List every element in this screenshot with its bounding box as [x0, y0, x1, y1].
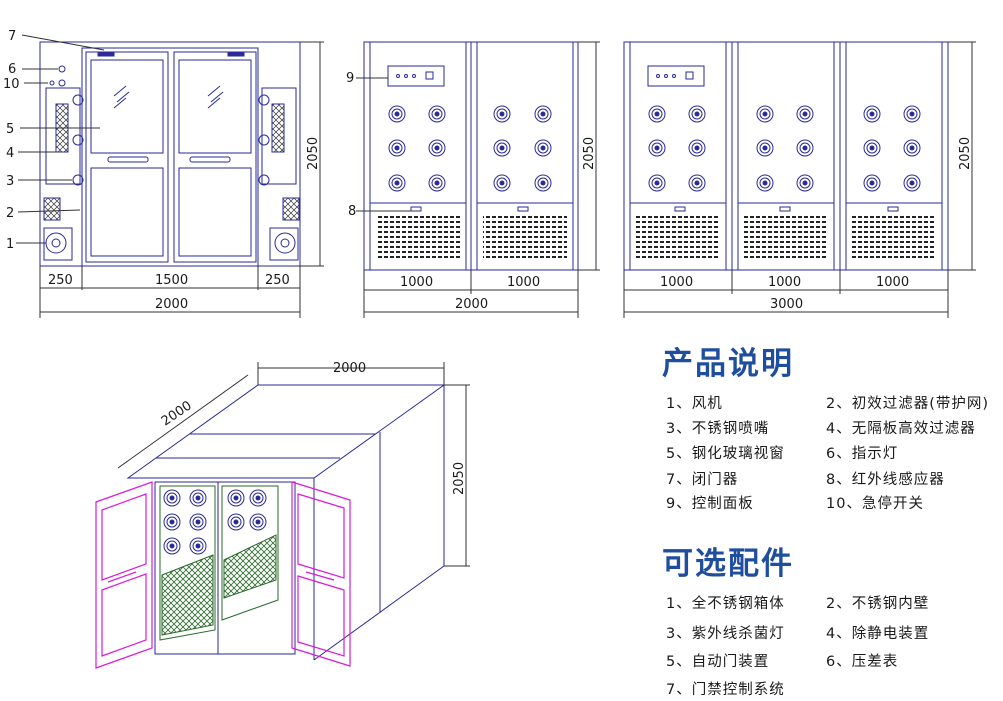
list-item: 5、钢化玻璃视窗 — [666, 446, 785, 462]
dim-height: 2050 — [306, 137, 321, 170]
callout-9: 9 — [346, 71, 354, 86]
options-title: 可选配件 — [662, 546, 794, 582]
list-item: 8、红外线感应器 — [826, 472, 945, 488]
list-item: 5、自动门装置 — [666, 654, 770, 670]
list-item: 6、压差表 — [826, 654, 899, 670]
dim-height: 2050 — [958, 137, 973, 170]
dim-height: 2050 — [452, 462, 467, 495]
side-view-3-labels: 1000 1000 1000 3000 2050 — [660, 137, 973, 312]
dim-total: 2000 — [155, 297, 188, 312]
dim-w2: 1000 — [768, 275, 801, 290]
iso-view — [117, 362, 470, 661]
side-view-2 — [356, 41, 600, 318]
front-view — [16, 34, 324, 318]
dim-height: 2050 — [582, 137, 597, 170]
product-desc-title: 产品说明 — [662, 346, 794, 382]
list-item: 2、初效过滤器(带护网) — [826, 396, 990, 412]
dim-w3: 1000 — [876, 275, 909, 290]
side-view-3 — [623, 41, 976, 318]
list-item: 7、门禁控制系统 — [666, 682, 785, 698]
list-item: 3、不锈钢喷嘴 — [666, 421, 770, 437]
callout-10: 10 — [3, 77, 20, 92]
dim-width: 2000 — [333, 361, 366, 376]
dim-depth: 2000 — [159, 398, 195, 429]
callout-7: 7 — [8, 29, 16, 44]
front-view-labels: 7 6 10 5 4 3 2 1 250 1500 250 2000 2050 — [3, 29, 321, 312]
list-item: 1、风机 — [666, 396, 723, 412]
iso-view-labels: 2000 2000 2050 — [159, 361, 467, 495]
list-item: 10、急停开关 — [826, 496, 924, 512]
list-item: 4、无隔板高效过滤器 — [826, 421, 976, 437]
callout-8: 8 — [348, 204, 356, 219]
callout-1: 1 — [6, 237, 14, 252]
list-item: 4、除静电装置 — [826, 626, 930, 642]
list-item: 7、闭门器 — [666, 472, 739, 488]
list-item: 1、全不锈钢箱体 — [666, 596, 785, 612]
callout-4: 4 — [6, 146, 14, 161]
dim-middle: 1500 — [155, 273, 188, 288]
list-item: 9、控制面板 — [666, 496, 754, 512]
dim-w1: 1000 — [660, 275, 693, 290]
side-view-2-labels: 9 8 1000 1000 2000 2050 — [346, 71, 597, 312]
dim-total: 2000 — [455, 297, 488, 312]
callout-5: 5 — [6, 122, 14, 137]
dim-w2: 1000 — [507, 275, 540, 290]
iso-doors — [95, 481, 351, 669]
dim-right: 250 — [265, 273, 290, 288]
callout-6: 6 — [8, 62, 16, 77]
callout-2: 2 — [6, 206, 14, 221]
list-item: 2、不锈钢内壁 — [826, 596, 930, 612]
dim-w1: 1000 — [400, 275, 433, 290]
list-item: 6、指示灯 — [826, 446, 899, 462]
list-item: 3、紫外线杀菌灯 — [666, 626, 785, 642]
dim-left: 250 — [48, 273, 73, 288]
callout-3: 3 — [6, 174, 14, 189]
dim-total: 3000 — [770, 297, 803, 312]
